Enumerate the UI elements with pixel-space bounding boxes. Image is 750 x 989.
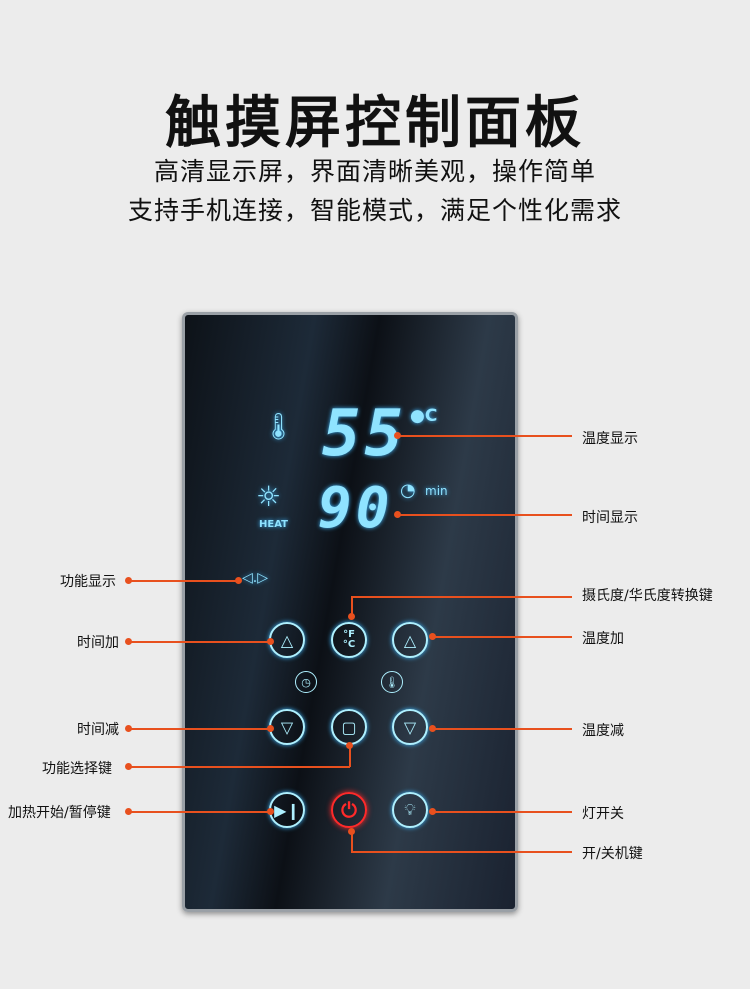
timer-icon: ◔: [400, 480, 416, 501]
function-select-button[interactable]: ▢: [331, 709, 367, 745]
temp-plus-button[interactable]: △: [392, 622, 428, 658]
label-time-display: 时间显示: [582, 510, 638, 526]
callout-dot: [235, 577, 242, 584]
power-button[interactable]: ⏻: [331, 792, 367, 828]
subtitle-line-2: 支持手机连接，智能模式，满足个性化需求: [127, 196, 622, 225]
label-temp-display: 温度显示: [582, 431, 638, 447]
callout-dot: [348, 613, 355, 620]
callout-dot: [429, 808, 436, 815]
label-time-minus: 时间减: [77, 722, 119, 738]
temp-minus-button[interactable]: ▽: [392, 709, 428, 745]
callout-line: [432, 811, 572, 813]
label-function-select: 功能选择键: [42, 761, 112, 777]
label-power: 开/关机键: [582, 846, 643, 862]
callout-line: [397, 435, 572, 437]
callout-line: [349, 745, 351, 767]
thermometer-icon: 🌡︎: [262, 412, 296, 442]
callout-dot: [346, 742, 353, 749]
callout-dot: [125, 763, 132, 770]
time-unit: min: [425, 484, 448, 498]
callout-dot: [429, 633, 436, 640]
callout-dot: [394, 432, 401, 439]
play-pause-button[interactable]: ▶❙: [269, 792, 305, 828]
temp-unit: ●C: [410, 406, 438, 426]
callout-dot: [348, 828, 355, 835]
callout-dot: [125, 725, 132, 732]
mode-label: HEAT: [259, 519, 288, 530]
callout-line: [128, 580, 238, 582]
time-minus-button[interactable]: ▽: [269, 709, 305, 745]
callout-dot: [267, 808, 274, 815]
fahrenheit-label: °F: [343, 629, 355, 640]
label-temp-plus: 温度加: [582, 631, 624, 647]
temp-setting-icon: 🌡︎: [381, 671, 403, 693]
callout-dot: [429, 725, 436, 732]
time-readout: 90: [318, 476, 394, 541]
label-heat-start-pause: 加热开始/暂停键: [8, 805, 111, 821]
clock-icon: ◷: [295, 671, 317, 693]
subtitle-line-1: 高清显示屏，界面清晰美观，操作简单: [153, 157, 596, 186]
callout-line: [397, 514, 572, 516]
callout-dot: [267, 638, 274, 645]
callout-line: [351, 851, 572, 853]
temperature-readout: 55: [322, 397, 408, 471]
callout-dot: [125, 638, 132, 645]
callout-dot: [125, 808, 132, 815]
light-button[interactable]: 💡︎: [392, 792, 428, 828]
callout-dot: [394, 511, 401, 518]
callout-line: [432, 728, 572, 730]
callout-dot: [125, 577, 132, 584]
callout-line: [128, 641, 270, 643]
callout-line: [128, 728, 270, 730]
page-title: 触摸屏控制面板: [165, 91, 585, 156]
label-light-switch: 灯开关: [582, 806, 624, 822]
label-time-plus: 时间加: [77, 635, 119, 651]
label-unit-switch: 摄氏度/华氏度转换键: [582, 588, 713, 604]
label-temp-minus: 温度减: [582, 723, 624, 739]
time-plus-button[interactable]: △: [269, 622, 305, 658]
function-icon: ◁.▷: [242, 570, 268, 586]
callout-line: [351, 596, 572, 598]
callout-line: [351, 596, 353, 616]
callout-line: [128, 766, 350, 768]
callout-line: [128, 811, 270, 813]
callout-line: [351, 831, 353, 852]
callout-line: [432, 636, 572, 638]
callout-dot: [267, 725, 274, 732]
sun-icon: ☼: [256, 480, 282, 513]
unit-switch-button[interactable]: °F°C: [331, 622, 367, 658]
celsius-label: °C: [342, 639, 356, 650]
label-function-display: 功能显示: [60, 574, 116, 590]
